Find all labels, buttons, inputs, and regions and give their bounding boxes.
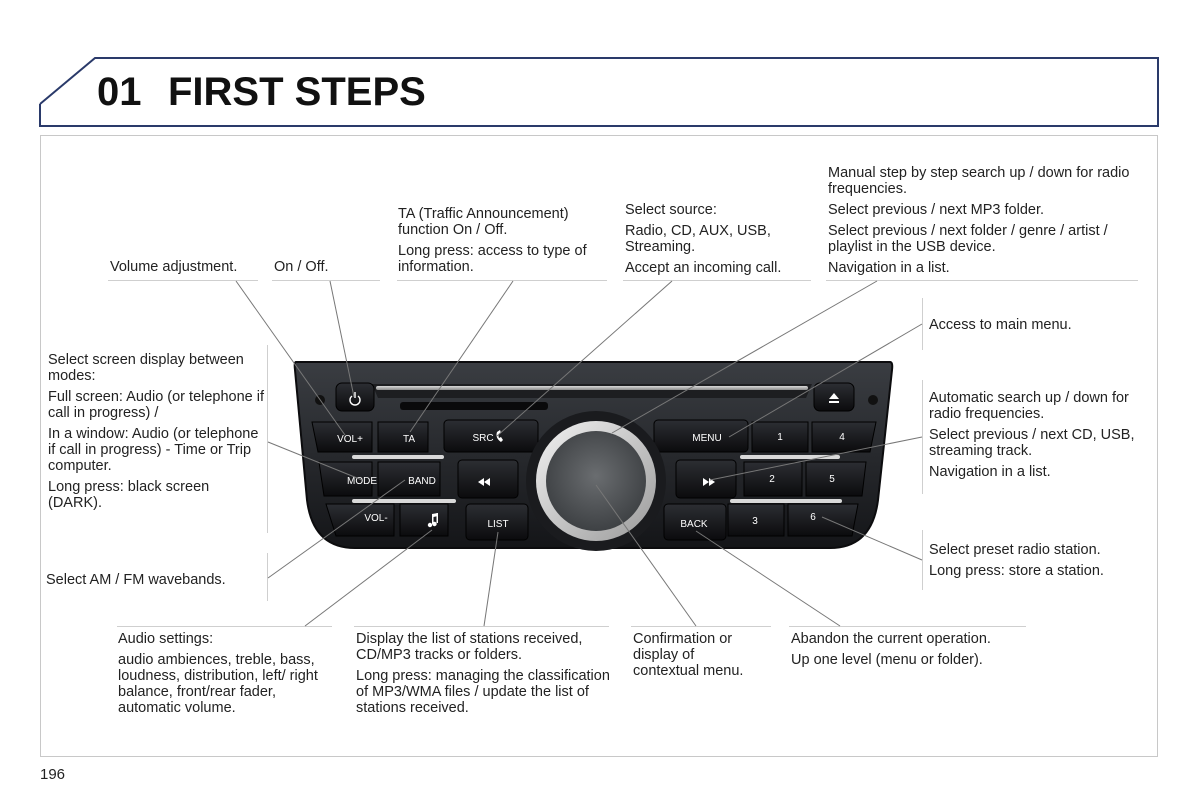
rule-source	[623, 280, 811, 281]
rule-menu	[922, 298, 923, 350]
preset-6-button[interactable]: 6	[810, 512, 816, 523]
label-list-line-1: Display the list of stations received, C…	[356, 631, 583, 663]
label-screen-display: Select screen display between modes: Ful…	[48, 352, 264, 511]
label-manual-search: Manual step by step search up / down for…	[828, 165, 1146, 276]
label-volume: Volume adjustment.	[110, 259, 238, 275]
label-source-line-1: Select source:	[625, 202, 717, 218]
eject-icon	[829, 393, 839, 403]
label-audio-line-2: audio ambiences, treble, bass, loudness,…	[118, 652, 318, 716]
label-screen-line-4: Long press: black screen (DARK).	[48, 479, 210, 511]
page-number: 196	[40, 766, 66, 783]
ta-button[interactable]: TA	[403, 434, 415, 445]
vol-minus-button[interactable]: VOL-	[364, 513, 387, 524]
rule-onoff	[272, 280, 380, 281]
content-frame	[40, 135, 1158, 757]
label-onoff: On / Off.	[274, 259, 329, 275]
label-auto-line-1: Automatic search up / down for radio fre…	[929, 390, 1129, 422]
label-list: Display the list of stations received, C…	[356, 631, 612, 716]
label-ta: TA (Traffic Announcement) function On / …	[398, 206, 610, 275]
label-abandon-line-1: Abandon the current operation.	[791, 631, 991, 647]
label-auto-line-3: Navigation in a list.	[929, 464, 1051, 480]
rule-volume	[108, 280, 258, 281]
label-manual-line-4: Navigation in a list.	[828, 260, 950, 276]
preset-1-button[interactable]: 1	[777, 432, 783, 443]
label-manual-line-2: Select previous / next MP3 folder.	[828, 202, 1044, 218]
chapter-title: FIRST STEPS	[168, 70, 426, 114]
rule-abandon	[789, 626, 1026, 627]
rule-manual	[826, 280, 1138, 281]
rule-screen	[267, 345, 268, 533]
preset-5-button[interactable]: 5	[829, 474, 835, 485]
rule-ta	[397, 280, 607, 281]
rule-audio	[117, 626, 332, 627]
power-icon	[349, 392, 361, 406]
label-source: Select source: Radio, CD, AUX, USB, Stre…	[625, 202, 805, 276]
chapter-number: 01	[97, 70, 142, 114]
label-audio-line-1: Audio settings:	[118, 631, 214, 647]
back-button[interactable]: BACK	[680, 519, 708, 530]
label-auto-search: Automatic search up / down for radio fre…	[929, 390, 1141, 480]
rule-band	[267, 553, 268, 601]
label-confirm: Confirmation or display of contextual me…	[633, 631, 744, 679]
label-auto-line-2: Select previous / next CD, USB, streamin…	[929, 427, 1135, 459]
band-button[interactable]: BAND	[408, 476, 436, 487]
label-screen-line-2: Full screen: Audio (or telephone if call…	[48, 389, 265, 421]
rewind-icon	[478, 478, 490, 486]
rule-preset	[922, 530, 923, 590]
label-menu: Access to main menu.	[929, 317, 1072, 333]
mode-button[interactable]: MODE	[347, 476, 377, 487]
label-audio-settings: Audio settings: audio ambiences, treble,…	[118, 631, 340, 716]
rule-confirm	[631, 626, 771, 627]
label-manual-line-3: Select previous / next folder / genre / …	[828, 223, 1108, 255]
header-frame	[39, 57, 1159, 127]
label-ta-line-1: TA (Traffic Announcement) function On / …	[398, 206, 569, 238]
src-button[interactable]: SRC	[472, 433, 493, 444]
label-preset-line-2: Long press: store a station.	[929, 563, 1104, 579]
label-ta-line-2: Long press: access to type of informatio…	[398, 243, 587, 275]
preset-4-button[interactable]: 4	[839, 432, 845, 443]
label-screen-line-3: In a window: Audio (or telephone if call…	[48, 426, 259, 474]
label-abandon-line-2: Up one level (menu or folder).	[791, 652, 983, 668]
label-source-line-2: Radio, CD, AUX, USB, Streaming.	[625, 223, 771, 255]
label-preset: Select preset radio station. Long press:…	[929, 542, 1159, 579]
label-list-line-2: Long press: managing the classification …	[356, 668, 610, 716]
label-screen-line-1: Select screen display between modes:	[48, 352, 244, 384]
label-abandon: Abandon the current operation. Up one le…	[791, 631, 1031, 668]
menu-button[interactable]: MENU	[692, 433, 721, 444]
list-button[interactable]: LIST	[487, 519, 508, 530]
label-band: Select AM / FM wavebands.	[46, 572, 226, 588]
preset-3-button[interactable]: 3	[752, 516, 758, 527]
vol-plus-button[interactable]: VOL+	[337, 434, 363, 445]
preset-2-button[interactable]: 2	[769, 474, 775, 485]
rule-list	[354, 626, 609, 627]
music-note-icon	[427, 513, 438, 528]
phone-icon	[496, 430, 503, 442]
leader-lines	[235, 280, 923, 627]
label-manual-line-1: Manual step by step search up / down for…	[828, 165, 1130, 197]
label-preset-line-1: Select preset radio station.	[929, 542, 1101, 558]
label-source-line-3: Accept an incoming call.	[625, 260, 782, 276]
rule-auto	[922, 380, 923, 494]
